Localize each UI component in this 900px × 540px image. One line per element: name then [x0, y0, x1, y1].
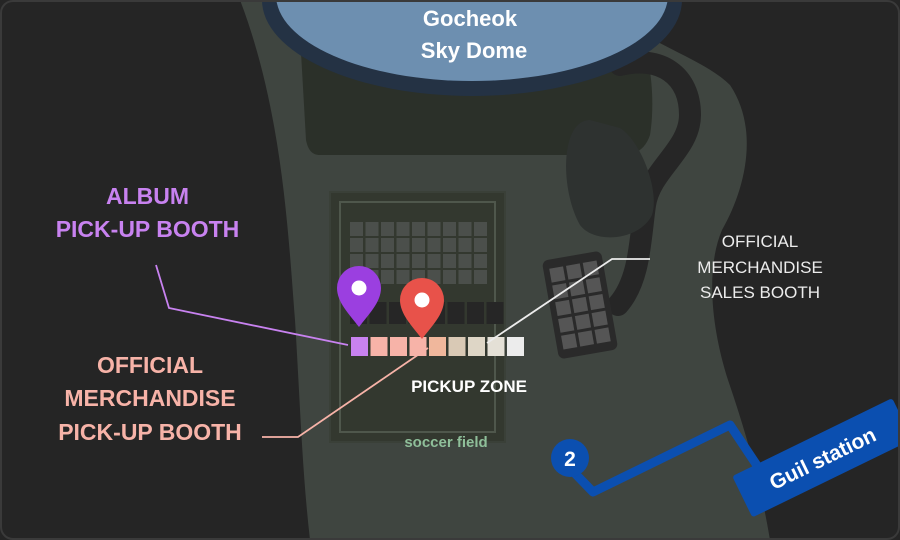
subway-line-2-icon: 2 [551, 439, 589, 477]
stand-cell [443, 222, 456, 236]
stand-cell [412, 254, 425, 268]
sales-stall [561, 333, 578, 350]
sales-label-line1: OFFICIAL [721, 232, 799, 251]
booth-stall [390, 337, 407, 356]
booth-stall [487, 337, 505, 356]
zone-block [467, 302, 484, 324]
booth-stall [409, 337, 427, 356]
booth-stall [351, 337, 368, 356]
stand-cell [474, 270, 487, 284]
stand-cell [474, 222, 487, 236]
sales-stall [549, 266, 566, 283]
stand-cell [381, 222, 394, 236]
sales-stall [585, 277, 602, 294]
stand-cell [458, 238, 472, 252]
sales-label-line2: MERCHANDISE [697, 257, 823, 277]
stand-cell [427, 222, 441, 236]
east-loop [566, 120, 654, 238]
merch-map-pin-icon[interactable] [400, 278, 444, 339]
sales-stall [571, 296, 589, 314]
stand-cell [365, 254, 379, 268]
stand-cell [474, 238, 487, 252]
album-callout-line [155, 264, 349, 346]
sales-stall [552, 283, 569, 300]
sales-stall [574, 313, 592, 330]
stand-cell [350, 222, 363, 236]
sales-stall [588, 293, 605, 311]
sales-callout-line [486, 258, 650, 344]
stand-cell [427, 254, 441, 268]
station-badge[interactable]: Guil station [732, 398, 900, 517]
stand-cell [443, 238, 456, 252]
svg-text:2: 2 [564, 448, 576, 471]
stand-cell [474, 254, 487, 268]
sales-stall [594, 327, 611, 344]
merch-pickup-callout-line [262, 347, 429, 438]
booth-stall [429, 337, 446, 356]
stand-cell [458, 254, 472, 268]
stand-cell [381, 238, 394, 252]
stand-cell [350, 238, 363, 252]
sales-label-line3: SALES BOOTH [700, 283, 820, 302]
album-booth-label: ALBUM PICK-UP BOOTH [30, 180, 265, 247]
sales-stall [558, 316, 575, 333]
stand-cell [365, 238, 379, 252]
booth-row [351, 337, 524, 356]
booth-stall [448, 337, 466, 356]
booth-stall [468, 337, 485, 356]
sales-stall [582, 260, 599, 277]
sales-stall [591, 310, 608, 327]
sales-stall [577, 330, 595, 347]
booth-stall [507, 337, 524, 356]
stand-cell [381, 254, 394, 268]
stand-cell [412, 238, 425, 252]
pickup-zone-label: PICKUP ZONE [411, 377, 527, 396]
merch-pickup-label-line1: OFFICIAL [96, 352, 204, 378]
merch-pickup-label-line3: PICK-UP BOOTH [58, 418, 242, 445]
stand-cell [458, 270, 472, 284]
stand-cell [396, 270, 410, 284]
stand-cell [443, 254, 456, 268]
merch-pickup-label-line2: MERCHANDISE [64, 385, 236, 412]
stand-cell [412, 222, 425, 236]
stand-cell [396, 254, 410, 268]
stand-cell [381, 270, 394, 284]
album-booth-label-line1: ALBUM [105, 183, 190, 209]
sales-booth-tent [542, 251, 618, 359]
stand-cell [350, 254, 363, 268]
booth-stall [370, 337, 388, 356]
sales-stall [565, 263, 583, 280]
album-map-pin-icon[interactable] [337, 266, 381, 327]
soccer-field-label: soccer field [404, 434, 487, 451]
zone-block [447, 302, 465, 324]
stand-cell [396, 238, 410, 252]
stand-cell [365, 222, 379, 236]
zone-block [486, 302, 504, 324]
venue-name-line1: Gocheok [423, 6, 518, 31]
sky-dome-roof [276, 0, 668, 81]
stand-cell [427, 238, 441, 252]
sales-stall [555, 299, 572, 317]
stand-cell [396, 222, 410, 236]
merch-pickup-booth-label: OFFICIAL MERCHANDISE PICK-UP BOOTH [30, 349, 270, 449]
stand-cell [458, 222, 472, 236]
album-booth-label-line2: PICK-UP BOOTH [55, 216, 240, 243]
stand-cell [443, 270, 456, 284]
merch-sales-booth-label: OFFICIAL MERCHANDISE SALES BOOTH [680, 229, 840, 306]
venue-name-line2: Sky Dome [421, 38, 527, 63]
